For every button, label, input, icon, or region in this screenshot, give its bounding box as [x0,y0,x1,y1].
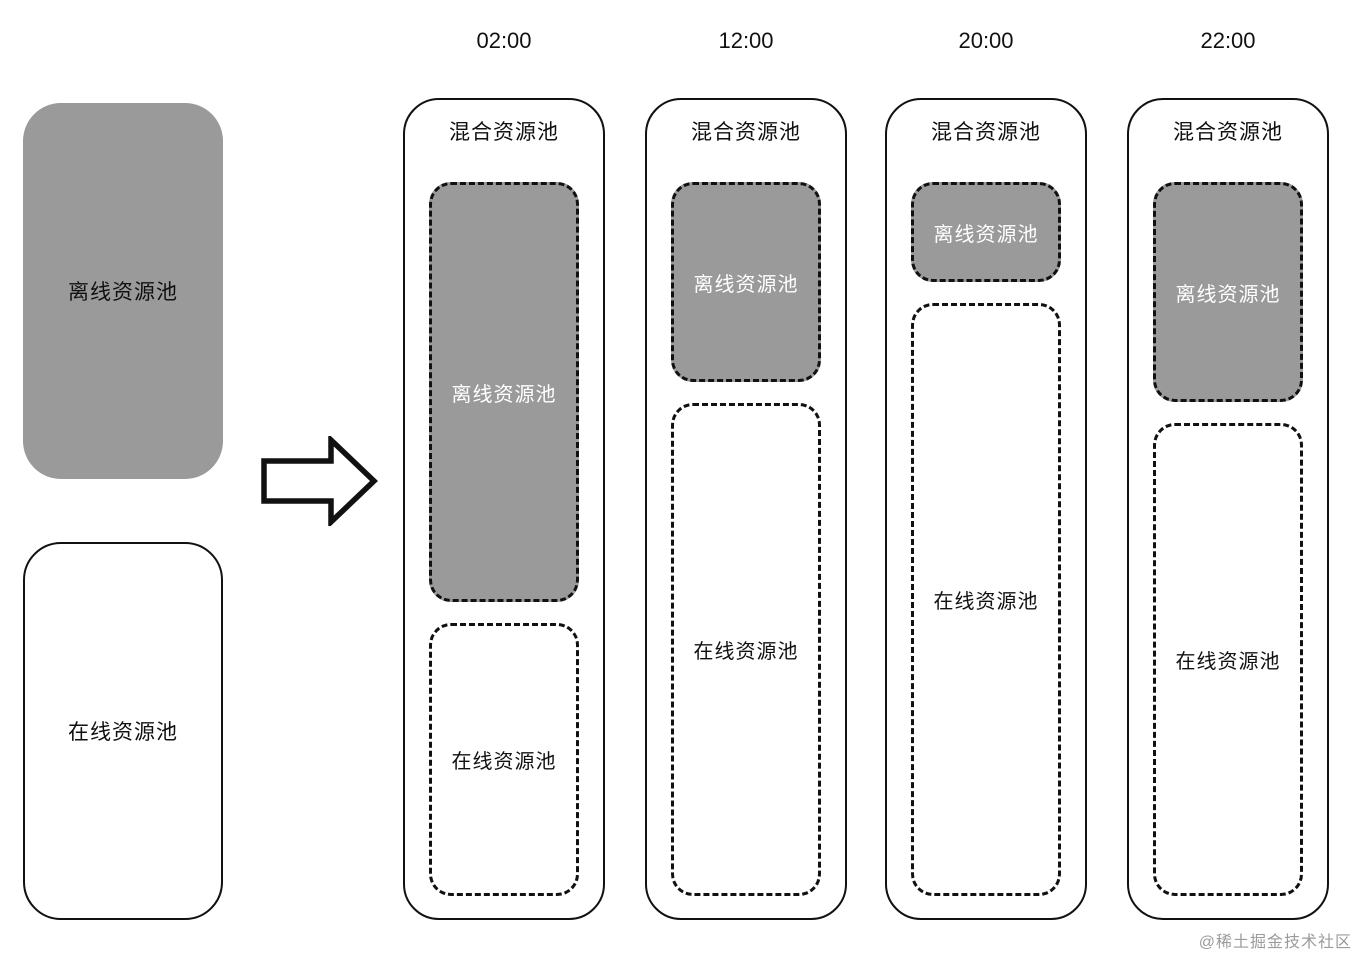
online-pool-box-label: 在线资源池 [1175,651,1281,673]
hybrid-pool-title: 混合资源池 [1173,121,1283,144]
right-arrow-icon [260,433,378,529]
online-pool-box: 在线资源池 [1153,423,1303,896]
offline-pool-box: 离线资源池 [911,182,1061,282]
offline-pool-box-label: 离线资源池 [451,383,557,406]
hybrid-pool-column-1200: 混合资源池 离线资源池 在线资源池 [645,98,847,920]
time-label-1200: 12:00 [718,28,774,53]
offline-pool-box: 离线资源池 [429,182,579,602]
offline-pool-box: 离线资源池 [671,182,821,382]
online-pool-box: 在线资源池 [671,403,821,896]
time-label-0200: 02:00 [476,28,532,53]
watermark: @稀土掘金技术社区 [1198,934,1352,951]
online-pool-box: 在线资源池 [911,303,1061,896]
hybrid-pool-column-2200: 混合资源池 离线资源池 在线资源池 [1127,98,1329,920]
hybrid-pool-title: 混合资源池 [931,121,1041,144]
hybrid-pool-column-0200: 混合资源池 离线资源池 在线资源池 [403,98,605,920]
time-label-2200: 22:00 [1200,28,1256,53]
standalone-offline-pool: 离线资源池 [23,103,223,479]
hybrid-pool-title: 混合资源池 [449,121,559,144]
standalone-online-pool-label: 在线资源池 [68,721,178,744]
offline-pool-box-label: 离线资源池 [933,223,1039,246]
standalone-online-pool: 在线资源池 [23,542,223,920]
offline-pool-box: 离线资源池 [1153,182,1303,402]
online-pool-box-label: 在线资源池 [933,591,1039,613]
hybrid-pool-column-2000: 混合资源池 离线资源池 在线资源池 [885,98,1087,920]
online-pool-box-label: 在线资源池 [451,751,557,773]
online-pool-box: 在线资源池 [429,623,579,896]
offline-pool-box-label: 离线资源池 [693,273,799,296]
hybrid-pool-title: 混合资源池 [691,121,801,144]
offline-pool-box-label: 离线资源池 [1175,283,1281,306]
online-pool-box-label: 在线资源池 [693,641,799,663]
time-label-2000: 20:00 [958,28,1014,53]
standalone-offline-pool-label: 离线资源池 [68,281,178,304]
